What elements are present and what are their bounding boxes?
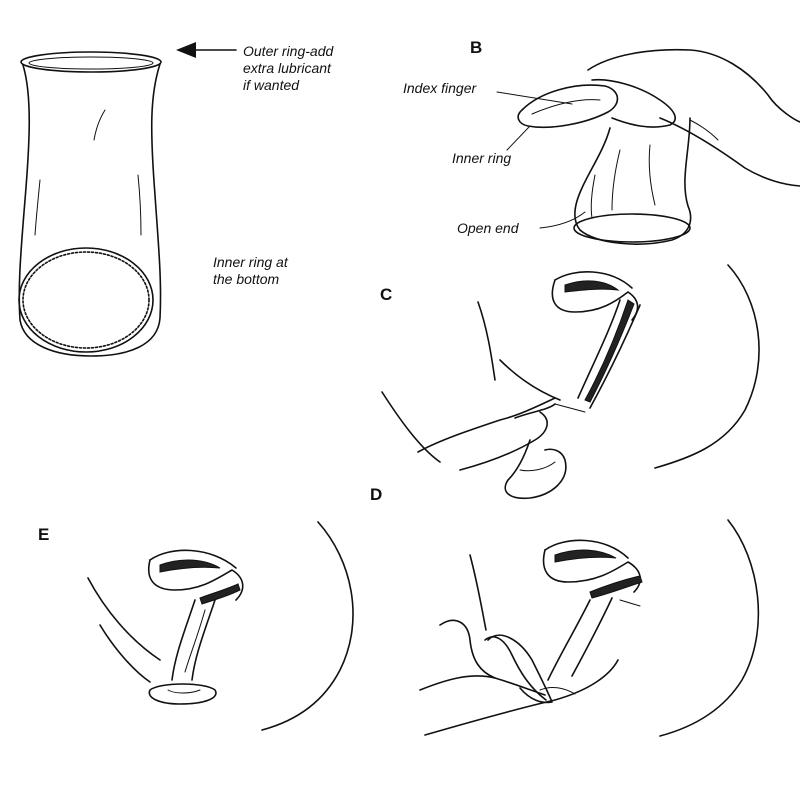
uterus-cavity [564,280,620,293]
sheath-shading-line [34,179,41,236]
body-outline [87,577,161,661]
thumb-outline [439,619,496,679]
buttock-outline [659,519,760,737]
uterus-outline [544,539,629,559]
hand-outline [417,397,556,453]
condom-open-end [574,117,692,245]
knuckle-line [689,119,719,141]
index-finger-leader [496,91,573,105]
sheath-body-shape [18,63,162,357]
condom-fold [184,609,206,673]
outer-ring-label-line-2: extra lubricant [243,60,331,76]
ring-fold-line [531,99,601,115]
outer-ring-label-line-1: Outer ring-add [243,43,334,59]
inner-ring-shape [18,247,154,353]
panel-letter-e: E [38,525,50,544]
condom-wall [171,599,196,681]
panel-c-insertion-drawing [381,264,760,500]
outer-ring-label: Outer ring-add extra lubricant if wanted [243,43,333,94]
finger-pointer-line [554,403,586,413]
open-end-label: Open end [457,220,519,236]
inner-ring-bottom-label-line-2: the bottom [213,271,280,287]
body-outline [469,554,487,631]
uterus-outline [148,559,244,601]
body-outline [477,301,496,381]
outer-ring-fold [519,461,556,472]
open-end-leader [539,211,586,229]
panel-e-in-place-drawing [87,521,354,731]
panel-b-hand-drawing [496,48,800,245]
canal-wall [571,597,613,677]
panel-letter-d: D [370,485,383,504]
uterus-outline [554,271,633,289]
uterus-cavity [159,559,221,573]
outer-ring-label-line-3: if wanted [243,77,300,93]
body-outline [99,624,151,683]
thumb-outline [591,78,676,128]
wrist-bottom-outline [659,117,800,187]
buttock-outline [654,264,760,469]
finger-outline [514,403,556,419]
panel-letter-b: B [470,38,483,57]
inner-ring-leader [506,125,531,151]
hand-outline [459,411,548,471]
squeezed-inner-ring [517,84,619,129]
canal-wall [577,299,621,399]
outer-ring-outside [148,683,217,705]
inner-ring-label: Inner ring [452,150,512,166]
sheath-shading-line [93,109,106,141]
body-outline [499,359,561,401]
panel-letter-c: C [380,285,393,304]
buttock-outline [261,521,354,731]
outer-ring-fold [167,689,201,694]
canal-wall [547,599,591,681]
uterus-cavity [554,549,617,563]
condom-fold-line [648,144,656,206]
knuckle-line [539,686,576,695]
uterus-outline [149,549,237,569]
inner-ring-pushed [589,575,643,599]
uterus-outline [551,279,639,321]
index-finger-label: Index finger [403,80,477,96]
inner-ring-in-place [199,583,241,605]
body-outline [381,391,441,463]
outer-ring-edge [487,634,553,704]
outer-ring-shape [20,51,162,73]
canal-wall [589,304,641,409]
open-end-rim [573,213,691,243]
inner-ring-bottom-label: Inner ring at the bottom [213,254,288,288]
outer-ring-arrow-head [176,42,196,58]
condom-wall [191,599,216,681]
hand-top-outline [587,48,800,123]
hand-outline [419,675,546,696]
hand-outline [424,659,619,736]
pointer-line [619,599,641,607]
outer-ring-inner-edge [28,56,154,70]
inner-ring-bottom-label-line-1: Inner ring at [213,254,288,270]
sheath-shading-line [137,174,142,236]
inner-ring-texture [22,251,150,349]
panel-d-push-drawing [419,519,760,737]
condom-inside-canal [584,299,635,403]
panel-a-condom-drawing [18,42,237,357]
outer-ring-outside [504,439,567,500]
condom-fold-line [590,174,596,219]
condom-fold-line [611,149,621,211]
